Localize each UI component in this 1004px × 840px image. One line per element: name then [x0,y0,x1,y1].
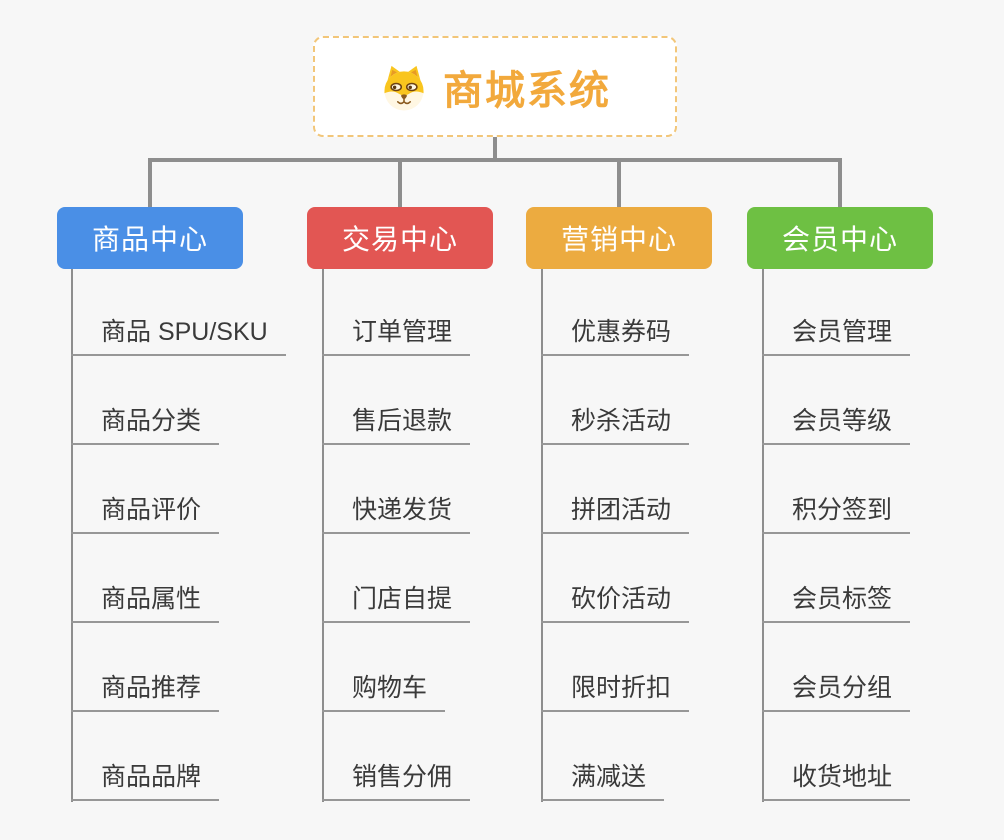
leaf-node[interactable]: 收货地址 [762,760,911,801]
trunk-line-marketing [541,269,543,802]
trunk-line-member [762,269,764,802]
connector-drop-marketing [617,158,621,208]
root-node-label: 商城系统 [443,68,611,113]
leaf-node[interactable]: 会员分组 [762,671,911,712]
branch-label: 营销中心 [560,224,677,255]
leaf-node[interactable]: 商品评价 [71,493,220,534]
leaf-node[interactable]: 优惠券码 [541,315,690,356]
leaf-node[interactable]: 购物车 [322,671,446,712]
leaf-node[interactable]: 限时折扣 [541,671,690,712]
leaf-node[interactable]: 快递发货 [322,493,471,534]
leaf-node[interactable]: 订单管理 [322,315,471,356]
leaf-node[interactable]: 售后退款 [322,404,471,445]
leaf-column-product: 商品 SPU/SKU 商品分类 商品评价 商品属性 商品推荐 商品品牌 [71,0,286,840]
connector-root-drop [493,137,497,162]
shiba-dog-face-icon [384,65,424,110]
leaf-node[interactable]: 积分签到 [762,493,911,534]
connector-drop-trade [398,158,402,208]
branch-label: 商品中心 [91,224,208,255]
leaf-node[interactable]: 会员标签 [762,582,911,623]
trunk-line-product [71,269,73,802]
trunk-line-trade [322,269,324,802]
branch-node-marketing-center[interactable]: 营销中心 [526,207,712,269]
leaf-node[interactable]: 会员管理 [762,315,911,356]
leaf-node[interactable]: 会员等级 [762,404,911,445]
connector-rail [148,158,842,162]
branch-node-member-center[interactable]: 会员中心 [747,207,933,269]
leaf-node[interactable]: 商品 SPU/SKU [71,315,286,356]
leaf-node[interactable]: 商品推荐 [71,671,220,712]
branch-label: 交易中心 [341,224,458,255]
leaf-node[interactable]: 秒杀活动 [541,404,690,445]
leaf-node[interactable]: 门店自提 [322,582,471,623]
branch-node-trade-center[interactable]: 交易中心 [307,207,493,269]
leaf-node[interactable]: 拼团活动 [541,493,690,534]
root-node-mall-system[interactable]: 商城系统 [313,36,677,137]
leaf-node[interactable]: 商品品牌 [71,760,220,801]
leaf-column-marketing: 优惠券码 秒杀活动 拼团活动 砍价活动 限时折扣 满减送 [541,0,690,840]
leaf-column-member: 会员管理 会员等级 积分签到 会员标签 会员分组 收货地址 [762,0,911,840]
leaf-node[interactable]: 销售分佣 [322,760,471,801]
leaf-node[interactable]: 满减送 [541,760,665,801]
branch-label: 会员中心 [781,224,898,255]
leaf-node[interactable]: 商品属性 [71,582,220,623]
leaf-column-trade: 订单管理 售后退款 快递发货 门店自提 购物车 销售分佣 [322,0,471,840]
connector-drop-member [838,158,842,208]
leaf-node[interactable]: 商品分类 [71,404,220,445]
leaf-node[interactable]: 砍价活动 [541,582,690,623]
connector-drop-product [148,158,152,208]
branch-node-product-center[interactable]: 商品中心 [57,207,243,269]
